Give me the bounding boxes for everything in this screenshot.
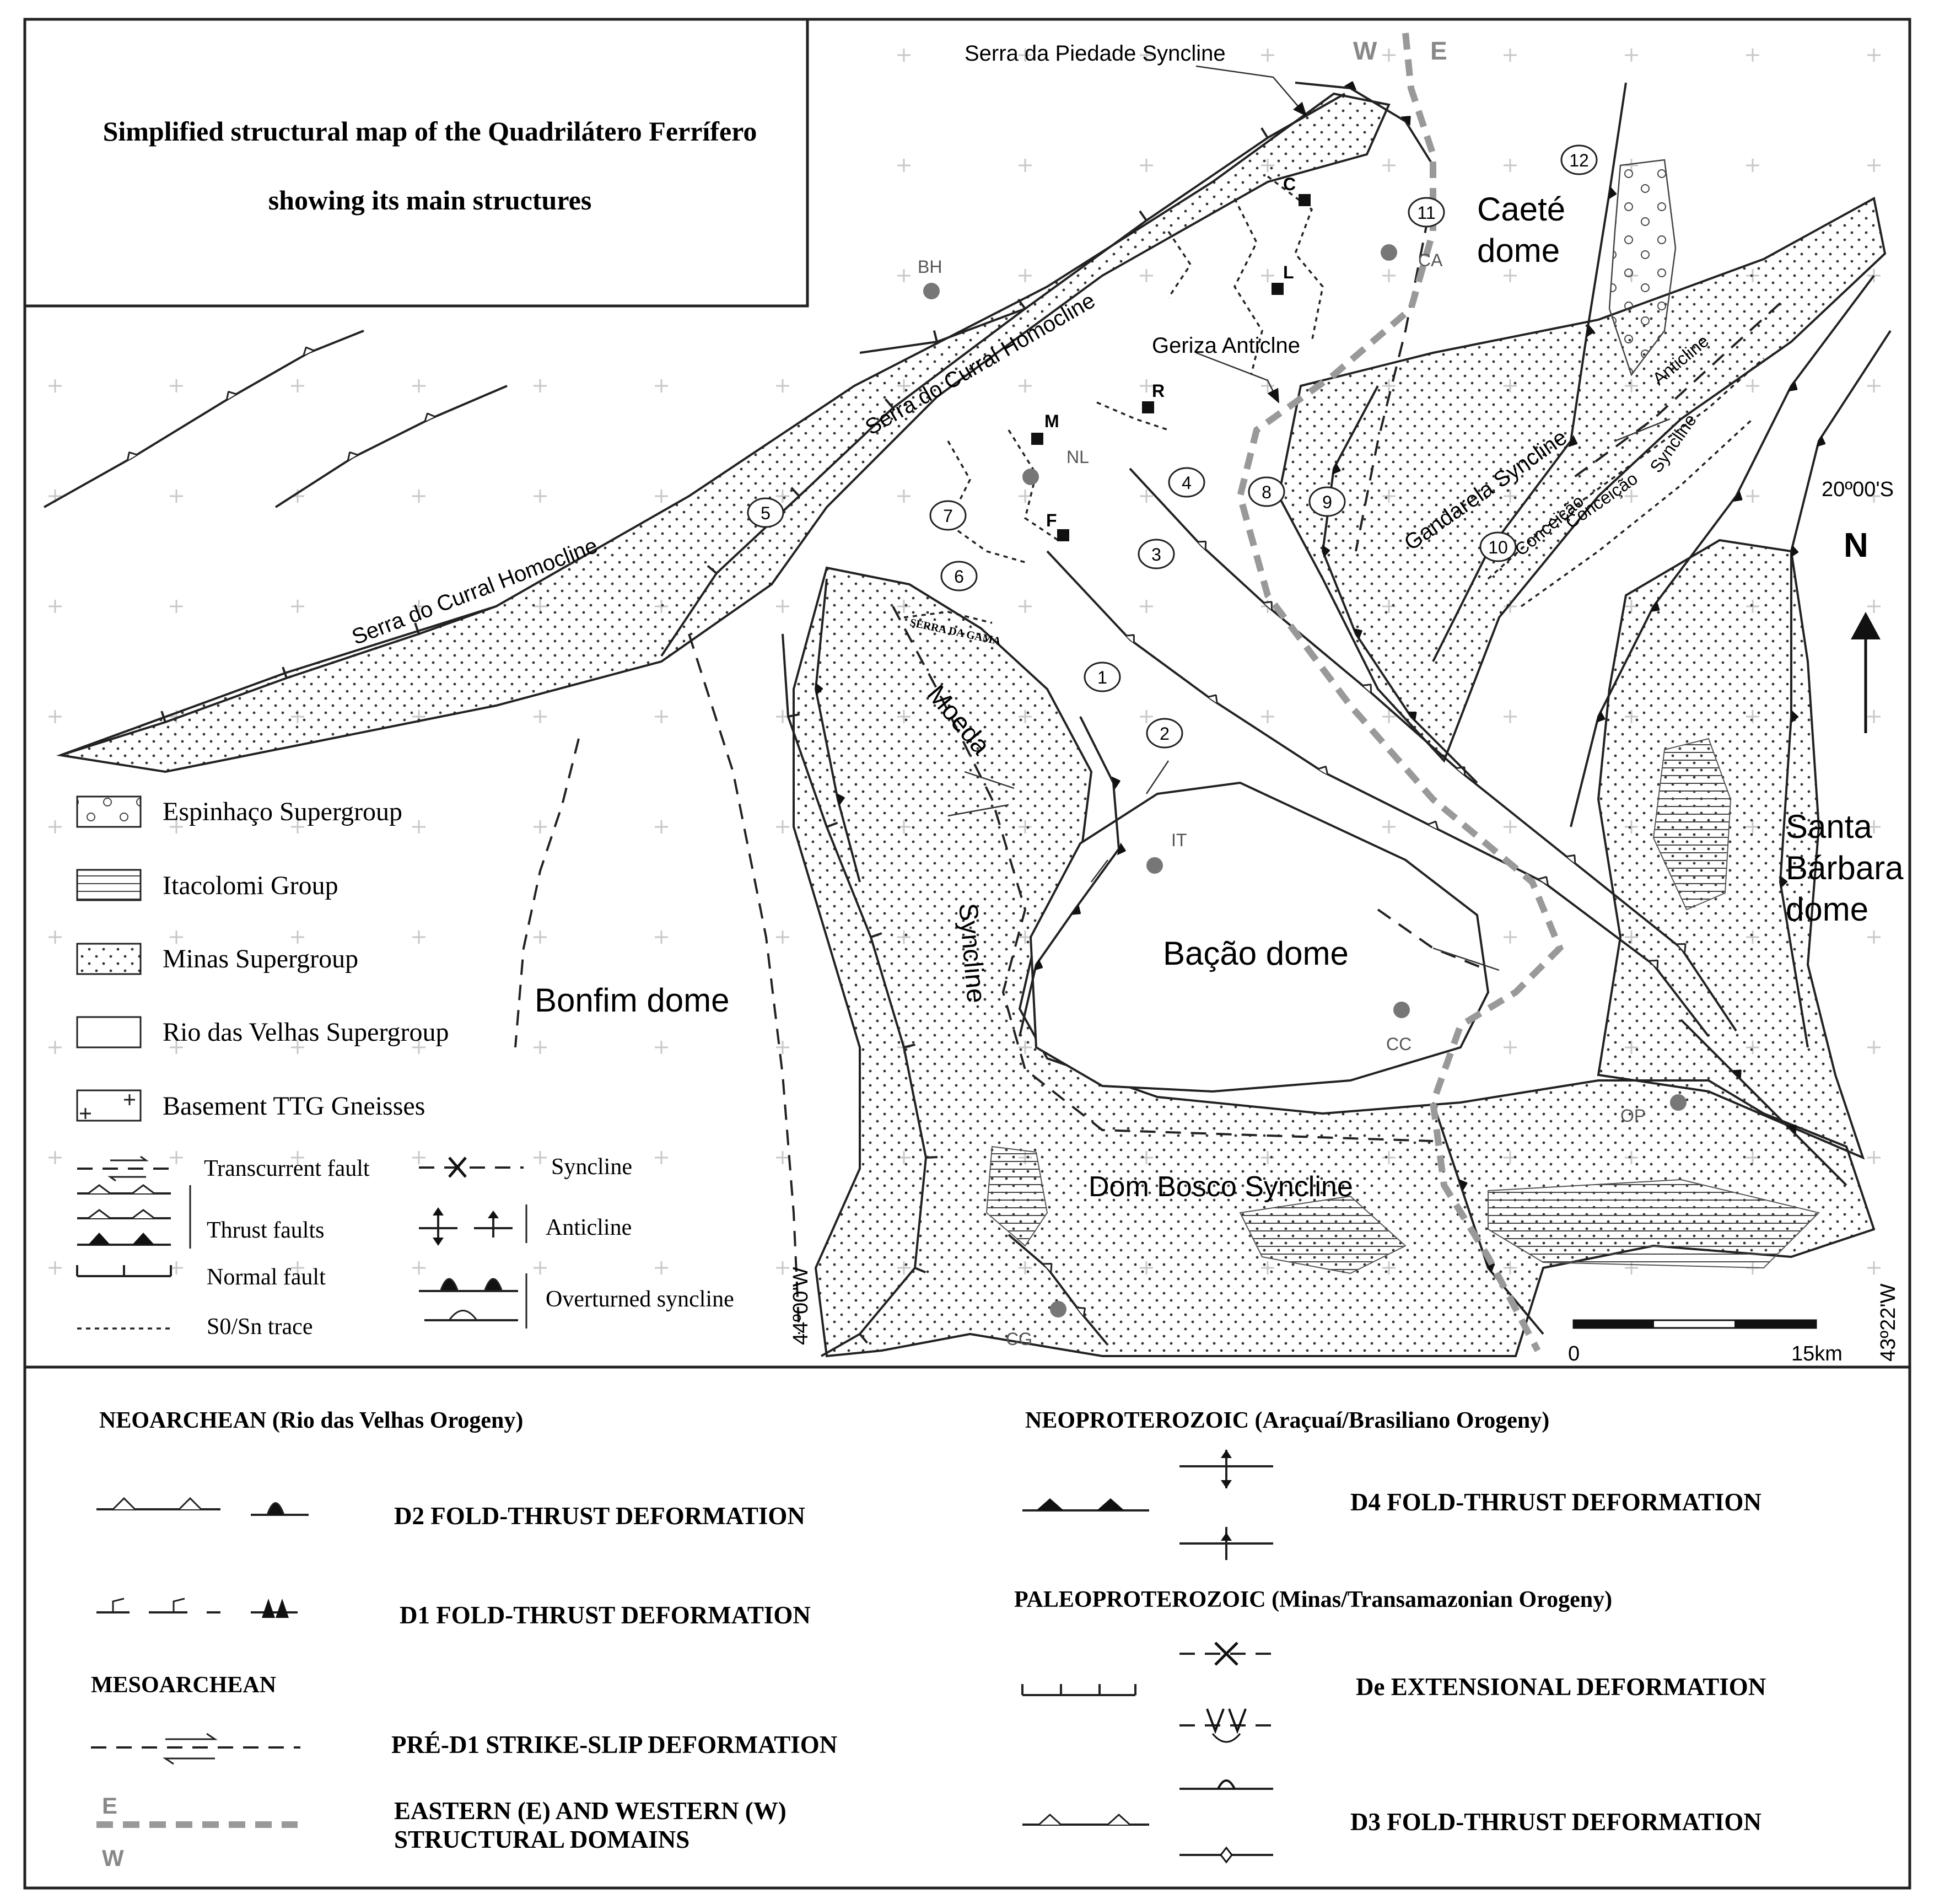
scale-start-label: 0: [1568, 1342, 1580, 1365]
mesoarchean-heading: MESOARCHEAN: [91, 1672, 276, 1698]
legend-overturned: Overturned syncline: [546, 1287, 734, 1312]
legend-basement: Basement TTG Gneisses: [163, 1091, 425, 1121]
domains-label-1: EASTERN (E) AND WESTERN (W): [394, 1797, 786, 1825]
santa-barbara-label-3: dome: [1786, 891, 1868, 928]
legend-anticline: Anticline: [546, 1215, 632, 1240]
place-it: IT: [1171, 830, 1187, 850]
bacao-dome-label: Bação dome: [1163, 935, 1349, 972]
number-2: 2: [1160, 724, 1170, 744]
mine-f: F: [1046, 510, 1057, 530]
domains-label-2: STRUCTURAL DOMAINS: [394, 1826, 689, 1853]
d3-label: D3 FOLD-THRUST DEFORMATION: [1350, 1808, 1761, 1836]
santa-barbara-label-1: Santa: [1786, 808, 1872, 845]
number-8: 8: [1262, 482, 1272, 502]
town-markers: [923, 244, 1687, 1317]
number-6: 6: [954, 567, 964, 587]
mine-m: M: [1044, 411, 1059, 431]
serra-da-piedade-label: Serra da Piedade Syncline: [965, 41, 1226, 66]
s0-sn-traces: [903, 175, 1765, 624]
legend-transcurrent: Transcurrent fault: [204, 1156, 370, 1181]
legend-syncline: Syncline: [551, 1154, 632, 1180]
d4-thrust-faults: [814, 83, 1892, 1335]
domain-w-label: W: [1353, 36, 1377, 65]
number-12: 12: [1569, 150, 1589, 170]
paleoproterozoic-heading: PALEOPROTEROZOIC (Minas/Transamazonian O…: [1014, 1587, 1612, 1612]
map-title-line2: showing its main structures: [268, 185, 592, 216]
north-arrow-icon: [1851, 612, 1881, 733]
callout-arrows: [1195, 65, 1307, 404]
number-10: 10: [1488, 537, 1508, 557]
santa-barbara-label-2: Bárbara: [1786, 849, 1904, 886]
mine-markers: [1031, 194, 1311, 541]
number-4: 4: [1182, 473, 1192, 493]
neoarchean-heading: NEOARCHEAN (Rio das Velhas Orogeny): [99, 1408, 523, 1433]
d1-label: D1 FOLD-THRUST DEFORMATION: [400, 1601, 811, 1629]
geriza-anticline-label: Geriza Anticlne: [1152, 334, 1300, 358]
d4-label: D4 FOLD-THRUST DEFORMATION: [1350, 1488, 1761, 1516]
legend-espinhaco: Espinhaço Supergroup: [163, 797, 402, 826]
number-9: 9: [1322, 492, 1332, 512]
bonfim-dome-label: Bonfim dome: [535, 982, 730, 1019]
mine-l: L: [1283, 262, 1294, 282]
legend-rio-das-velhas: Rio das Velhas Supergroup: [163, 1018, 449, 1047]
mine-r: R: [1152, 381, 1165, 401]
number-3: 3: [1151, 545, 1161, 564]
north-label: N: [1844, 526, 1868, 564]
place-cg: CG: [1006, 1329, 1032, 1349]
scale-end-label: 15km: [1791, 1342, 1843, 1365]
d2-label: D2 FOLD-THRUST DEFORMATION: [394, 1502, 805, 1530]
map-title-line1: Simplified structural map of the Quadril…: [103, 116, 757, 147]
neoproterozoic-heading: NEOPROTEROZOIC (Araçuaí/Brasiliano Oroge…: [1025, 1408, 1549, 1433]
legend-itacolomi: Itacolomi Group: [163, 871, 338, 900]
mine-c: C: [1283, 174, 1296, 194]
number-1: 1: [1097, 668, 1107, 687]
transcurrent-faults: [514, 192, 1781, 1335]
place-op: OP: [1620, 1106, 1646, 1126]
numbered-circles: [747, 144, 1598, 749]
caete-dome-label-2: dome: [1477, 232, 1560, 269]
de-label: De EXTENSIONAL DEFORMATION: [1356, 1673, 1766, 1701]
deformation-key: NEOARCHEAN (Rio das Velhas Orogeny) D2 F…: [91, 1408, 1766, 1871]
fold-axes: [947, 418, 1671, 971]
legend-thrust: Thrust faults: [207, 1218, 324, 1243]
scale-bar: [1572, 1319, 1817, 1329]
number-7: 7: [943, 506, 953, 526]
pre-d1-label: PRÉ-D1 STRIKE-SLIP DEFORMATION: [391, 1731, 837, 1758]
legend-trace: S0/Sn trace: [207, 1314, 313, 1340]
longitude-west-label: 44º00'W: [789, 1267, 812, 1345]
place-cc: CC: [1386, 1034, 1412, 1054]
place-bh: BH: [918, 257, 942, 277]
legend-normal: Normal fault: [207, 1265, 326, 1290]
map-legend: Espinhaço Supergroup Itacolomi Group Min…: [76, 795, 734, 1340]
key-e-label: E: [102, 1793, 117, 1819]
number-5: 5: [761, 503, 771, 523]
place-ca: CA: [1418, 250, 1443, 270]
dom-bosco-syncline-label: Dom Bosco Syncline: [1089, 1171, 1353, 1203]
caete-dome-label-1: Caeté: [1477, 191, 1565, 228]
latitude-label: 20º00'S: [1822, 478, 1894, 501]
number-11: 11: [1417, 203, 1435, 223]
longitude-east-label: 43º22'W: [1877, 1283, 1900, 1362]
place-nl: NL: [1066, 447, 1089, 467]
normal-faults: [60, 93, 1345, 1357]
title-box: [23, 18, 809, 308]
domain-e-label: E: [1430, 36, 1447, 65]
deformation-key-box: [23, 1365, 1911, 1890]
legend-minas: Minas Supergroup: [163, 944, 358, 973]
key-w-label: W: [102, 1845, 124, 1871]
